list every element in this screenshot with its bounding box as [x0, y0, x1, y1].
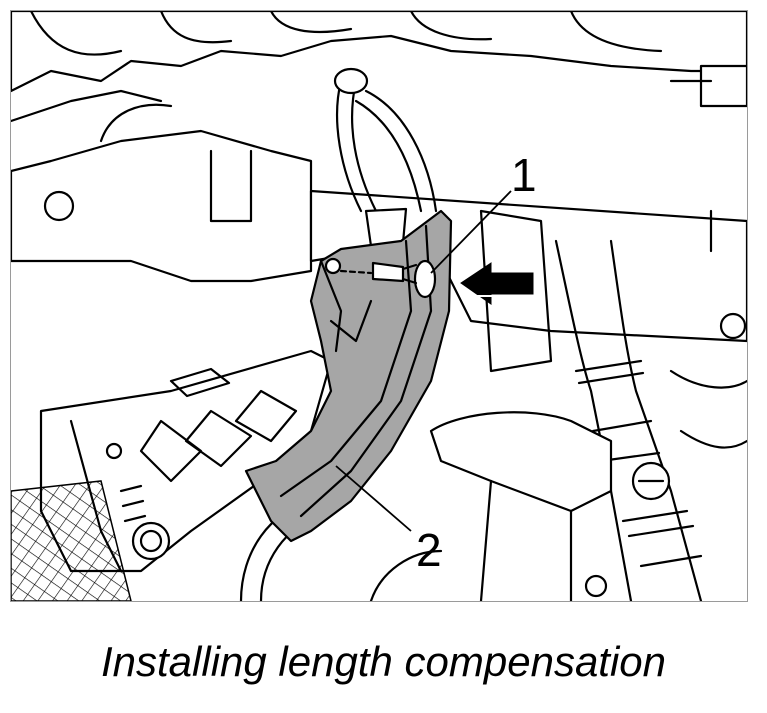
left-frame-bracket [11, 89, 313, 283]
pedal-assembly [11, 349, 333, 601]
callout-2-number: 2 [416, 524, 442, 576]
cable-loop [333, 67, 438, 248]
clip-fastener [339, 259, 437, 299]
callout-2-leader [335, 465, 412, 532]
upper-crossmember [11, 11, 747, 108]
technical-illustration: 1 2 [10, 10, 748, 602]
lower-right-bracket [429, 369, 747, 601]
figure-caption: Installing length compensation [100, 638, 667, 685]
insertion-arrow-icon [460, 262, 534, 305]
right-column-hose [554, 239, 703, 601]
callout-1-number: 1 [511, 149, 537, 201]
length-compensation-part [244, 209, 453, 543]
callout-1-leader [430, 190, 512, 274]
